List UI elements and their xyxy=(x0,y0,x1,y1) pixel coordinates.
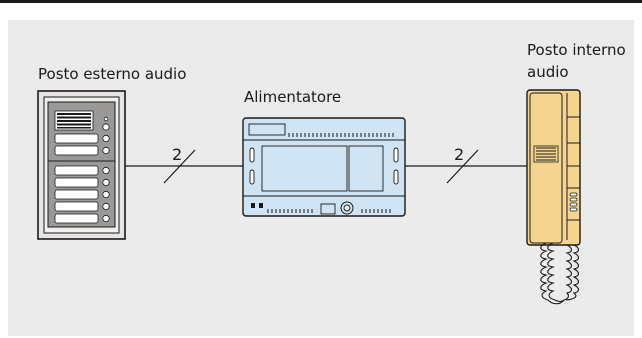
power-supply xyxy=(242,117,406,217)
top-rule xyxy=(0,0,642,3)
outdoor-station xyxy=(37,90,126,240)
speaker-grille-icon xyxy=(57,113,91,129)
wire-count-left: 2 xyxy=(172,145,182,164)
top-terminals-icon xyxy=(288,133,394,137)
label-power-supply: Alimentatore xyxy=(244,88,341,106)
microphone-icon xyxy=(569,192,578,212)
wire-left-slash xyxy=(163,149,196,184)
bottom-terminals-icon xyxy=(267,209,313,213)
earpiece-grille-icon xyxy=(536,147,556,161)
label-indoor-station-line2: audio xyxy=(527,63,569,81)
adjust-knob-icon xyxy=(343,204,351,212)
label-outdoor-station: Posto esterno audio xyxy=(38,65,186,83)
wire-right-slash xyxy=(446,149,479,184)
label-indoor-station-line1: Posto interno xyxy=(527,41,626,59)
call-buttons-upper xyxy=(54,133,110,156)
coiled-cord-icon xyxy=(540,242,580,305)
call-buttons-lower xyxy=(54,165,110,224)
indoor-handset xyxy=(526,89,581,305)
wire-count-right: 2 xyxy=(454,145,464,164)
